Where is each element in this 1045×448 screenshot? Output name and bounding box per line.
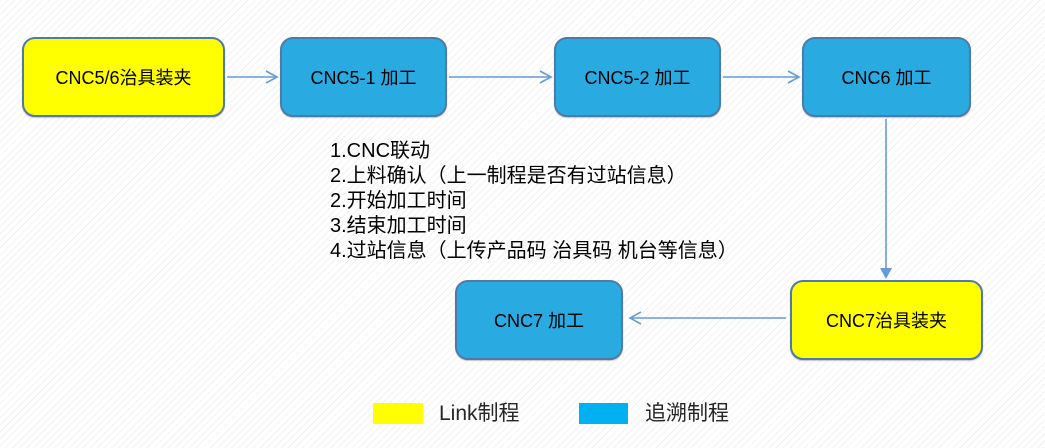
node-cnc7-fixture: CNC7治具装夹	[790, 280, 983, 360]
legend-swatch-trace	[579, 403, 628, 424]
legend-label-trace: 追溯制程	[645, 402, 729, 425]
process-notes-list: 1.CNC联动 2.上料确认（上一制程是否有过站信息） 2.开始加工时间 3.结…	[330, 139, 738, 264]
note-line: 1.CNC联动	[330, 140, 431, 162]
arrowhead-down-icon	[880, 268, 892, 279]
connector-cnc6-to-cnc7-fixture	[880, 119, 892, 279]
node-cnc56-fixture: CNC5/6治具装夹	[22, 37, 225, 117]
connector-cnc56-fixture-to-cnc5-1	[227, 70, 279, 84]
arrowhead-right-icon	[265, 70, 279, 84]
note-line: 3.结束加工时间	[330, 215, 467, 237]
legend-swatch-link	[373, 403, 423, 424]
node-cnc7-machining: CNC7 加工	[455, 280, 623, 360]
arrowhead-right-icon	[787, 70, 801, 84]
legend-label-link: Link制程	[439, 402, 520, 425]
connector-cnc7-fixture-to-cnc7	[628, 311, 786, 325]
connector-cnc5-1-to-cnc5-2	[449, 70, 553, 84]
note-line: 2.开始加工时间	[330, 190, 467, 212]
node-cnc6-machining: CNC6 加工	[802, 37, 971, 117]
node-cnc5-1-machining: CNC5-1 加工	[280, 37, 447, 117]
node-cnc5-2-machining: CNC5-2 加工	[554, 37, 721, 117]
note-line: 4.过站信息（上传产品码 治具码 机台等信息）	[330, 240, 738, 262]
connector-cnc5-2-to-cnc6	[723, 70, 801, 84]
arrowhead-left-icon	[628, 311, 642, 325]
arrowhead-right-icon	[539, 70, 553, 84]
note-line: 2.上料确认（上一制程是否有过站信息）	[330, 165, 687, 187]
